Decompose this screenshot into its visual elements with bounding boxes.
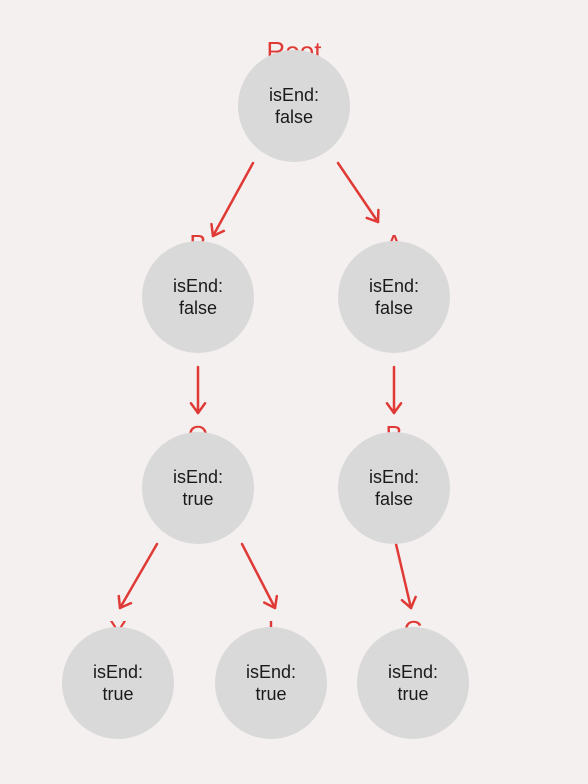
edge-o-i — [240, 542, 277, 610]
node-field-value: true — [102, 684, 134, 704]
node-field-value: false — [374, 489, 414, 509]
arrowhead — [210, 222, 226, 238]
trie-node-y: isEnd: true — [62, 627, 174, 739]
node-field-label: isEnd: — [245, 662, 297, 682]
edge-root-b — [211, 161, 255, 238]
node-field-label: isEnd: — [172, 276, 224, 296]
node-field-value: false — [374, 298, 414, 318]
node-field-label: isEnd: — [92, 662, 144, 682]
node-field-value: true — [182, 489, 214, 509]
trie-node-b: isEnd: false — [142, 241, 254, 353]
arrowhead — [365, 208, 380, 224]
edge-b-c — [394, 542, 413, 610]
trie-node-a: isEnd: false — [338, 241, 450, 353]
node-field-label: isEnd: — [368, 467, 420, 487]
trie-node-o: isEnd: true — [142, 432, 254, 544]
arrowhead — [117, 594, 133, 610]
trie-node-c: isEnd: true — [357, 627, 469, 739]
edge-o-y — [118, 542, 159, 610]
trie-node-root: isEnd: false — [238, 50, 350, 162]
arrowhead — [400, 595, 417, 610]
node-field-label: isEnd: — [368, 276, 420, 296]
node-field-value: true — [397, 684, 429, 704]
arrowhead — [189, 402, 207, 415]
node-field-label: isEnd: — [268, 85, 320, 105]
arrowhead — [385, 402, 403, 415]
arrowhead — [263, 594, 279, 610]
node-field-value: true — [255, 684, 287, 704]
node-field-value: false — [178, 298, 218, 318]
node-field-label: isEnd: — [387, 662, 439, 682]
node-field-value: false — [274, 107, 314, 127]
trie-node-i: isEnd: true — [215, 627, 327, 739]
trie-node-b2: isEnd: false — [338, 432, 450, 544]
edge-root-a — [336, 161, 380, 224]
node-field-label: isEnd: — [172, 467, 224, 487]
